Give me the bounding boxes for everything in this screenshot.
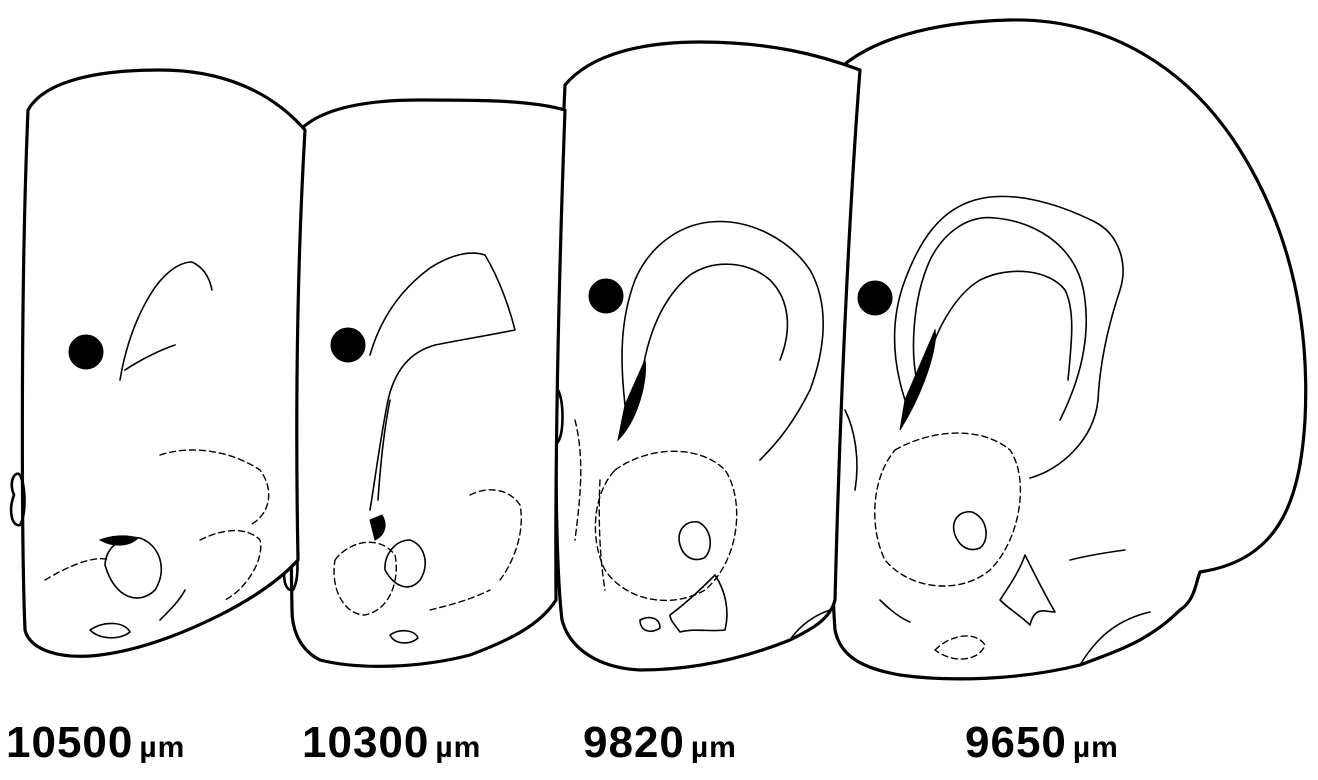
brain-section-10500	[11, 70, 305, 656]
lesion-marker-10300	[331, 328, 365, 362]
depth-label-10500: 10500µm	[6, 718, 185, 768]
depth-value: 9820	[583, 718, 685, 767]
depth-value: 10500	[6, 718, 133, 767]
depth-unit: µm	[1073, 731, 1119, 764]
brain-section-9820	[549, 42, 860, 670]
depth-value: 10300	[302, 718, 429, 767]
lesion-marker-9650	[858, 281, 892, 315]
lesion-marker-10500	[69, 335, 103, 369]
depth-value: 9650	[965, 718, 1067, 767]
depth-unit: µm	[435, 731, 481, 764]
depth-label-10300: 10300µm	[302, 718, 481, 768]
depth-unit: µm	[139, 731, 185, 764]
brain-section-9650	[823, 20, 1305, 679]
lesion-marker-9820	[589, 279, 623, 313]
brain-section-10300	[284, 100, 565, 666]
depth-label-9820: 9820µm	[583, 718, 737, 768]
depth-unit: µm	[691, 731, 737, 764]
depth-label-9650: 9650µm	[965, 718, 1119, 768]
